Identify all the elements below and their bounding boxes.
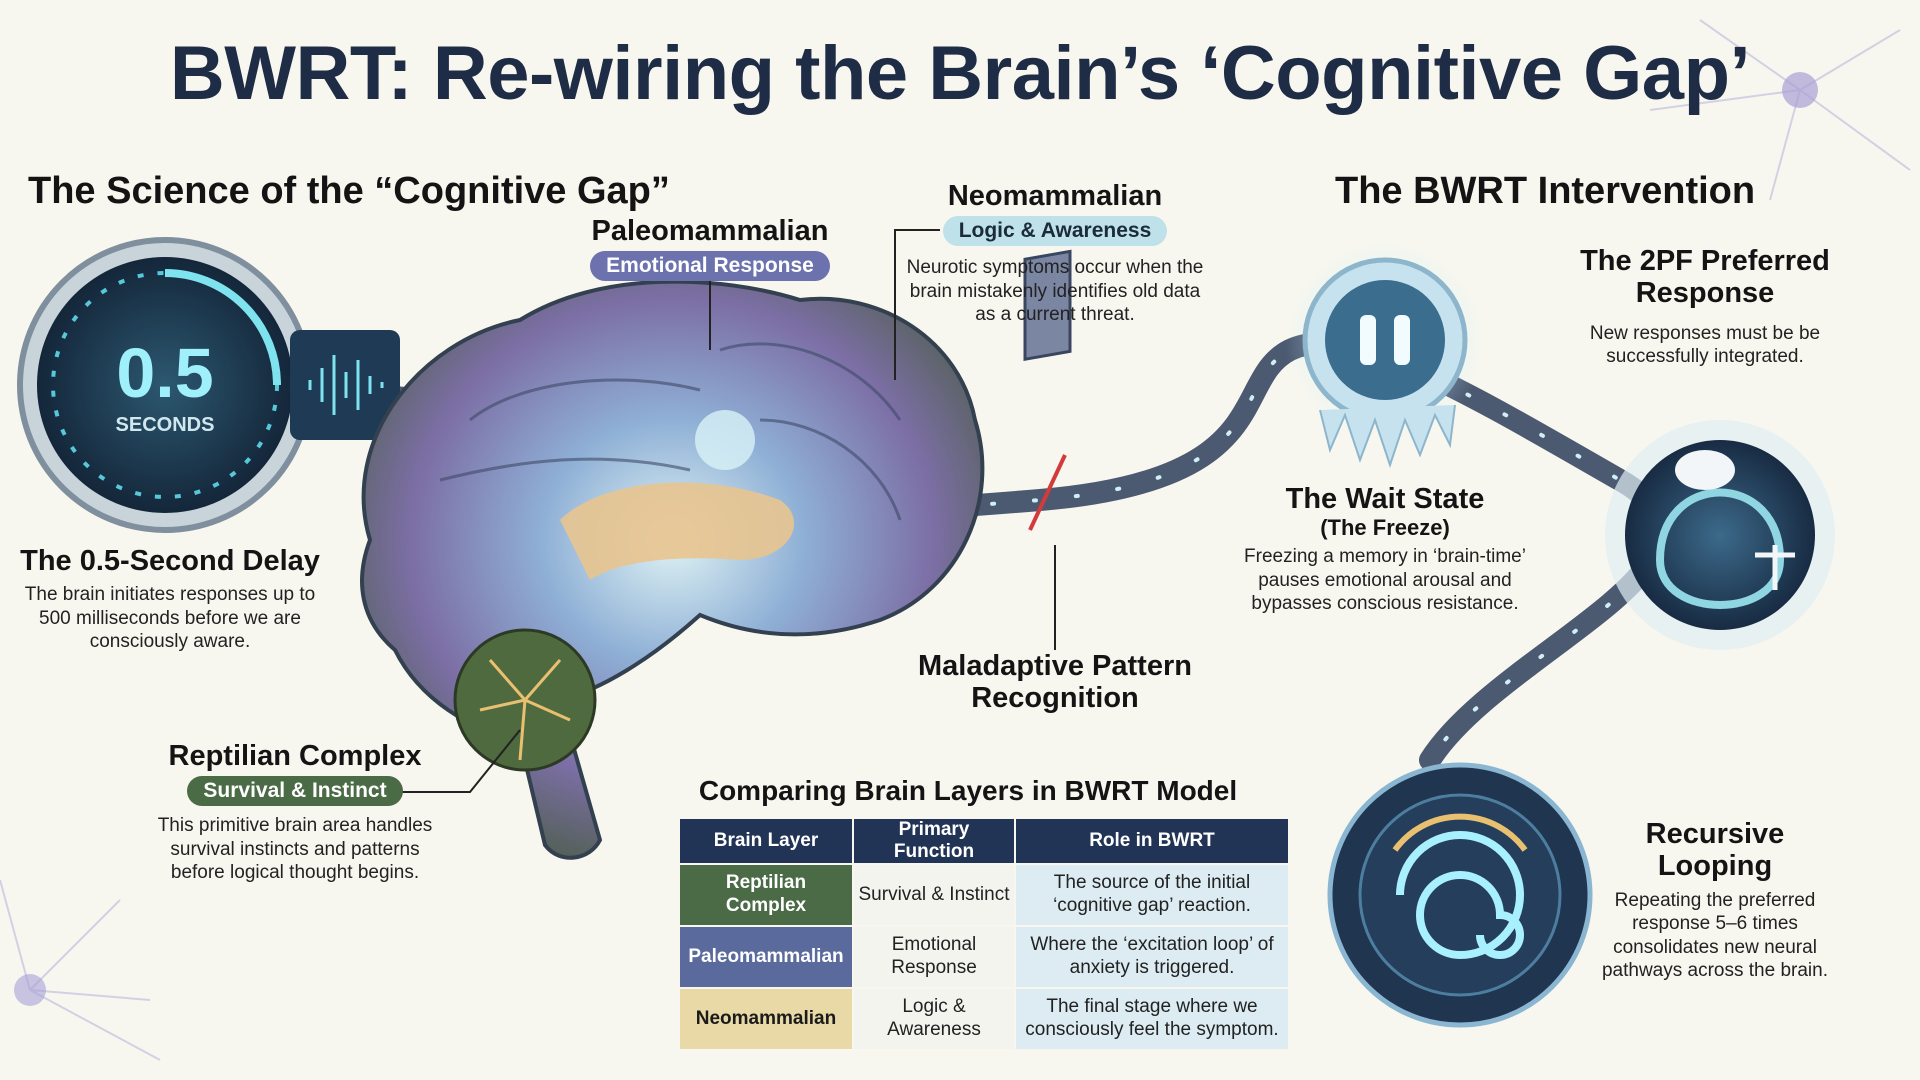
table-header-cell: Brain Layer xyxy=(678,817,854,865)
table-cell-function: Survival & Instinct xyxy=(852,863,1016,927)
table-row: Reptilian Complex Survival & Instinct Th… xyxy=(678,863,1290,927)
broken-link-icon xyxy=(1023,249,1072,531)
table-header-cell: Role in BWRT xyxy=(1014,817,1290,865)
table-cell-layer: Reptilian Complex xyxy=(678,863,854,927)
table-row: Paleomammalian Emotional Response Where … xyxy=(678,925,1290,989)
delay-block: The 0.5-Second Delay The brain initiates… xyxy=(10,545,330,654)
table-title: Comparing Brain Layers in BWRT Model xyxy=(698,775,1238,806)
reptilian-block: Reptilian Complex Survival & Instinct Th… xyxy=(150,740,440,885)
pause-brain-icon xyxy=(1285,240,1485,469)
science-heading: The Science of the “Cognitive Gap” xyxy=(28,170,670,212)
table-cell-layer: Neomammalian xyxy=(678,987,854,1051)
delay-text: The brain initiates responses up to 500 … xyxy=(24,584,316,653)
stopwatch-icon xyxy=(17,237,313,533)
reptilian-text: This primitive brain area handles surviv… xyxy=(157,815,433,884)
neo-heading: Neomammalian xyxy=(947,180,1163,212)
comparison-table: Brain Layer Primary Function Role in BWR… xyxy=(678,817,1290,1051)
comparison-table-block: Comparing Brain Layers in BWRT Model Bra… xyxy=(678,775,1290,1051)
spiral-icon xyxy=(1327,762,1593,1028)
table-row: Neomammalian Logic & Awareness The final… xyxy=(678,987,1290,1051)
wait-heading: The Wait State xyxy=(1285,483,1485,515)
preferred-heading: The 2PF Preferred Response xyxy=(1580,245,1830,310)
paleo-block: Paleomammalian Emotional Response xyxy=(570,215,850,282)
looping-text: Repeating the preferred response 5–6 tim… xyxy=(1601,889,1828,982)
reptilian-tag: Survival & Instinct xyxy=(187,776,403,807)
delay-heading: The 0.5-Second Delay xyxy=(20,545,320,577)
paleo-heading: Paleomammalian xyxy=(591,215,829,247)
page-title: BWRT: Re-wiring the Brain’s ‘Cognitive G… xyxy=(169,31,1751,116)
neo-tag: Logic & Awareness xyxy=(942,216,1168,247)
timer-unit: SECONDS xyxy=(115,414,215,436)
paleo-tag: Emotional Response xyxy=(590,251,830,282)
table-header-cell: Primary Function xyxy=(852,817,1016,865)
table-cell-function: Emotional Response xyxy=(852,925,1016,989)
table-cell-role: The final stage where we consciously fee… xyxy=(1014,987,1290,1051)
neuron-decoration xyxy=(0,19,1911,1061)
table-header-row: Brain Layer Primary Function Role in BWR… xyxy=(678,817,1290,865)
looping-block: Recursive Looping Repeating the preferre… xyxy=(1595,818,1835,982)
preferred-block: The 2PF Preferred Response New responses… xyxy=(1540,245,1870,369)
table-cell-role: The source of the initial ‘cognitive gap… xyxy=(1014,863,1290,927)
maladaptive-heading: Maladaptive Pattern Recognition xyxy=(918,650,1192,715)
brain-illustration xyxy=(360,279,985,860)
cycle-icon xyxy=(1605,420,1835,650)
wait-block: The Wait State (The Freeze) Freezing a m… xyxy=(1240,483,1530,616)
reptilian-heading: Reptilian Complex xyxy=(168,740,422,772)
neo-text: Neurotic symptoms occur when the brain m… xyxy=(906,257,1204,326)
timer-value: 0.5 xyxy=(116,334,214,412)
looping-heading: Recursive Looping xyxy=(1645,818,1785,883)
table-cell-role: Where the ‘excitation loop’ of anxiety i… xyxy=(1014,925,1290,989)
intervention-heading: The BWRT Intervention xyxy=(1335,170,1756,212)
wait-text: Freezing a memory in ‘brain-time’ pauses… xyxy=(1244,546,1526,615)
stopwatch-readout: 0.5 SECONDS xyxy=(65,338,265,437)
preferred-text: New responses must be be successfully in… xyxy=(1589,322,1821,368)
wait-subheading: (The Freeze) xyxy=(1320,515,1450,541)
neo-block: Neomammalian Logic & Awareness Neurotic … xyxy=(900,180,1210,327)
table-cell-function: Logic & Awareness xyxy=(852,987,1016,1051)
table-cell-layer: Paleomammalian xyxy=(678,925,854,989)
